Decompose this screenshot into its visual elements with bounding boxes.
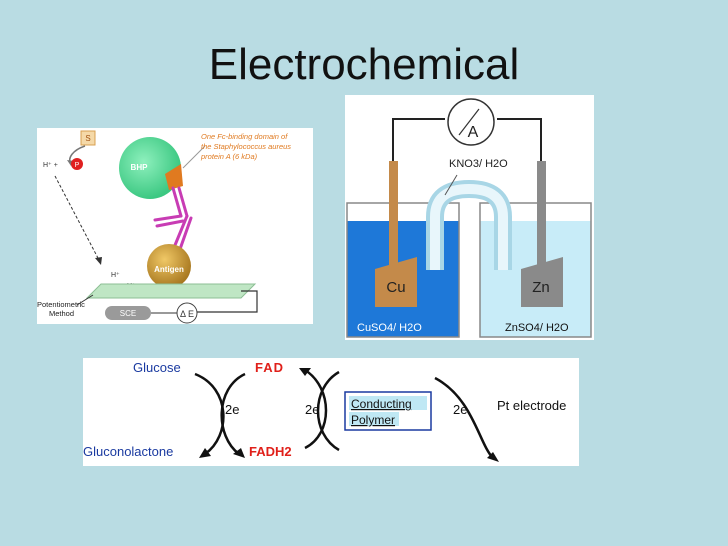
annotation-line-1: One Fc-binding domain of [201, 132, 288, 141]
glucose-label: Glucose [133, 360, 181, 375]
bhp-label: BHP [131, 163, 149, 172]
zinc-electrode [521, 257, 563, 307]
sce-label: SCE [120, 309, 136, 318]
slide-title: Electrochemical [208, 40, 520, 89]
proton-dashed-arrow [54, 175, 100, 261]
zinc-rod [537, 161, 546, 271]
polymer-arc [304, 368, 328, 450]
product-label: P [75, 162, 80, 169]
copper-label: Cu [386, 279, 405, 296]
substrate-label: S [85, 134, 90, 143]
salt-bridge-label: KNO3/ H2O [449, 158, 508, 170]
proton-arrow-head [95, 257, 102, 265]
right-beaker [479, 202, 592, 338]
antigen-sphere [147, 244, 191, 288]
electron-label-3: 2e [453, 402, 467, 417]
potential-meter [176, 302, 198, 324]
method-line-2: Method [49, 309, 74, 318]
electrode-arrow-head [487, 452, 499, 462]
substrate-box [80, 130, 96, 146]
gluconolactone-label: Gluconolactone [83, 444, 173, 459]
delta-e-label: Δ E [180, 309, 194, 319]
polymer-line-1: Conducting [351, 397, 412, 411]
salt-bridge-leader [444, 174, 458, 196]
h-plus-text: H⁺ + [43, 162, 58, 169]
electrode-arc [434, 376, 494, 459]
fad-arc [220, 372, 246, 455]
polymer-line-2: Polymer [351, 413, 395, 427]
immunosensor-figure: S H⁺ + P BHP One Fc-binding domain of th… [37, 128, 313, 324]
polymer-arrow-head [299, 368, 311, 376]
pt-electrode-label: Pt electrode [497, 398, 566, 413]
electron-label-2: 2e [305, 402, 319, 417]
zinc-label: Zn [532, 279, 550, 296]
circuit-wire [197, 290, 258, 313]
proton-label-1: H⁺ [111, 272, 120, 279]
product-circle [71, 158, 83, 170]
protein-a-domain [165, 164, 183, 190]
immunosensor-diagram: S H⁺ + P BHP One Fc-binding domain of th… [37, 128, 313, 324]
conducting-polymer-highlight-2 [349, 412, 399, 426]
method-leader [76, 294, 94, 306]
annotation-leader [182, 145, 206, 169]
annotation-line-2: the Staphylococcus aureus [201, 142, 291, 151]
left-beaker [346, 202, 460, 338]
glucose-arrow-head [199, 448, 211, 458]
salt-bridge-inner [430, 183, 508, 270]
galvanic-cell-diagram: A Cu Zn KNO3/ H2O CuSO4/ H2O ZnSO4/ H2O [345, 95, 594, 340]
fad-label: FAD [255, 360, 284, 375]
fadh2-label: FADH2 [249, 444, 292, 459]
antigen-label: Antigen [154, 265, 184, 274]
sce-reference [105, 306, 151, 320]
znso4-label: ZnSO4/ H2O [505, 322, 569, 334]
copper-electrode [375, 257, 417, 307]
electron-label-1: 2e [225, 402, 239, 417]
electrode-plate [85, 283, 257, 299]
polymer-arc-right [316, 370, 340, 452]
glucose-reaction-figure: Glucose Gluconolactone FAD FADH2 2e 2e 2… [83, 358, 579, 466]
cuso4-label: CuSO4/ H2O [357, 322, 422, 334]
ammeter-needle [458, 108, 480, 136]
glucose-reaction-diagram: Glucose Gluconolactone FAD FADH2 2e 2e 2… [83, 358, 579, 466]
annotation-line-3: protein A (6 kDa) [200, 152, 258, 161]
antibody [153, 186, 193, 254]
fad-arrow-head [233, 448, 245, 458]
external-wire [392, 118, 542, 163]
copper-rod [389, 161, 398, 271]
method-line-1: Potentiometric [37, 300, 85, 309]
galvanic-cell-figure: A Cu Zn KNO3/ H2O CuSO4/ H2O ZnSO4/ H2O [345, 95, 594, 340]
ammeter-label: A [468, 124, 479, 141]
glucose-arc [194, 372, 225, 456]
conducting-polymer-highlight [349, 396, 427, 410]
bhp-sphere [119, 137, 181, 199]
